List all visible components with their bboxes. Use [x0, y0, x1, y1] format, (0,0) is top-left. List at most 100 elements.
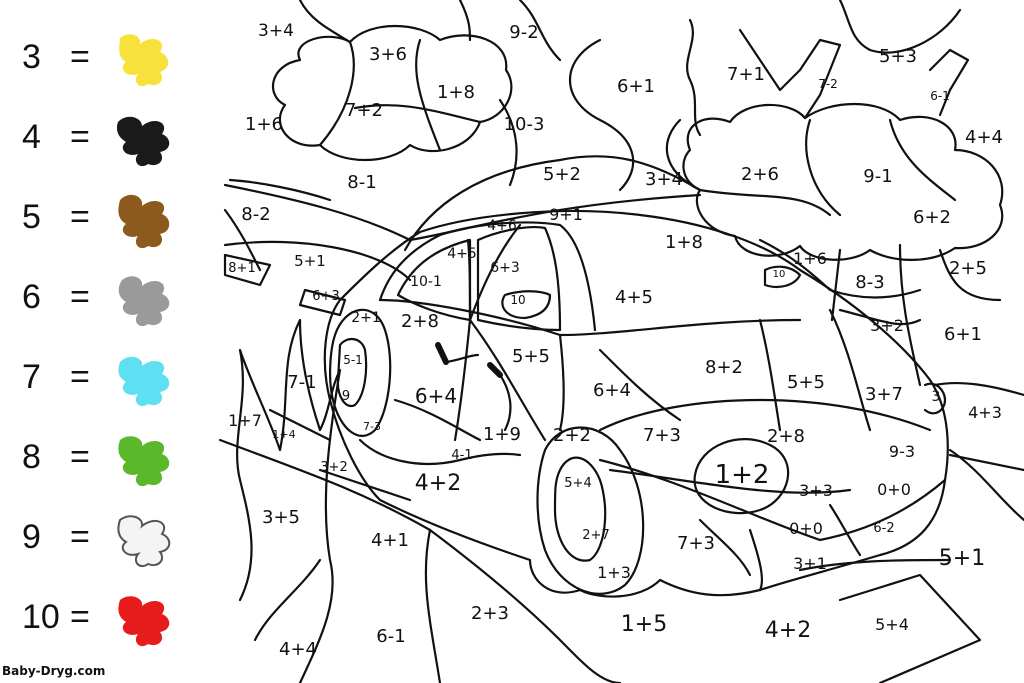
legend-equals: = — [70, 598, 90, 636]
car-body-outline — [323, 209, 949, 598]
yellow-paint-swatch — [119, 34, 169, 87]
region-label: 4+6 — [487, 218, 517, 234]
region-label: 8-3 — [855, 272, 884, 293]
region-label: 6-1 — [930, 89, 950, 103]
region-label: 1+5 — [621, 612, 667, 637]
region-label: 4+3 — [968, 403, 1002, 422]
region-label: 9-1 — [863, 166, 892, 187]
region-label: 8+2 — [705, 357, 743, 378]
region-label: 4+2 — [765, 618, 811, 643]
rear-wheel-outline — [329, 308, 392, 437]
region-label: 1+8 — [665, 232, 703, 253]
region-label: 4+4 — [279, 639, 317, 660]
region-label: 7+3 — [643, 425, 681, 446]
region-label: 3+2 — [870, 316, 904, 335]
region-label: 6+3 — [312, 289, 339, 304]
legend-row-10: 10 = — [0, 588, 200, 658]
site-watermark: Baby-Dryg.com — [2, 664, 106, 678]
legend-equals: = — [70, 38, 90, 76]
region-label: 1+8 — [437, 82, 475, 103]
white-paint-swatch — [117, 515, 171, 568]
region-label: 3+2 — [320, 460, 347, 475]
region-label: 5+1 — [939, 546, 985, 571]
region-label: 3+1 — [793, 554, 827, 573]
region-label: 5+3 — [879, 46, 917, 67]
region-label: 3 — [932, 389, 941, 405]
legend-row-3: 3 = — [0, 28, 200, 98]
region-label: 5+2 — [543, 164, 581, 185]
region-label: 7-1 — [287, 372, 316, 393]
region-label: 1+4 — [272, 428, 295, 441]
region-label: 4+4 — [965, 127, 1003, 148]
region-label: 6+4 — [593, 380, 631, 401]
region-label: 1+7 — [228, 411, 262, 430]
region-label: 3+7 — [865, 384, 903, 405]
region-label: 5+4 — [564, 476, 591, 491]
region-label: 2+8 — [401, 311, 439, 332]
region-label: 6+1 — [617, 76, 655, 97]
region-label: 1+3 — [597, 563, 631, 582]
legend-number: 6 — [22, 278, 41, 316]
region-label: 7+2 — [345, 100, 383, 121]
region-label: 2+1 — [351, 310, 381, 326]
region-label: 2+6 — [741, 164, 779, 185]
region-label: 6+4 — [415, 384, 457, 408]
region-label: 8-1 — [347, 172, 376, 193]
legend-equals: = — [70, 118, 90, 156]
region-label: 3+4 — [258, 21, 294, 41]
region-label: 9-3 — [889, 442, 915, 461]
region-label: 3+3 — [799, 481, 833, 500]
front-wheel-outline — [536, 426, 645, 595]
region-label: 0+0 — [789, 519, 823, 538]
region-label: 4+2 — [415, 471, 461, 496]
region-label: 4-1 — [451, 448, 472, 463]
region-label: 9 — [342, 389, 350, 404]
legend-number: 3 — [22, 38, 41, 76]
region-label: 2+8 — [767, 426, 805, 447]
region-label: 4+5 — [447, 246, 477, 262]
region-label: 10 — [773, 269, 786, 280]
brown-paint-swatch — [118, 194, 170, 249]
region-label: 5+5 — [787, 372, 825, 393]
legend-number: 10 — [22, 598, 60, 636]
region-label: 2+3 — [471, 603, 509, 624]
region-label: 7+1 — [727, 64, 765, 85]
region-label: 8-2 — [241, 204, 270, 225]
region-label: 9-2 — [509, 22, 538, 43]
red-paint-swatch — [118, 596, 170, 647]
region-label: 7-2 — [818, 77, 838, 91]
region-label: 2+5 — [949, 258, 987, 279]
light-blue-paint-swatch — [118, 356, 170, 407]
legend-equals: = — [70, 358, 90, 396]
black-paint-swatch — [116, 116, 170, 167]
legend-number: 9 — [22, 518, 41, 556]
region-label: 6-1 — [376, 626, 405, 647]
region-label: 4+5 — [615, 287, 653, 308]
region-label: 5-1 — [343, 353, 363, 367]
region-label: 4+1 — [371, 530, 409, 551]
region-label: 3+5 — [262, 507, 300, 528]
region-label: 5+1 — [294, 252, 326, 270]
legend-row-5: 5 = — [0, 188, 200, 258]
region-label: 2+2 — [553, 425, 591, 446]
region-label: 0+0 — [877, 480, 911, 499]
legend-number: 4 — [22, 118, 41, 156]
region-label: 7+3 — [677, 533, 715, 554]
legend-equals: = — [70, 278, 90, 316]
region-label: 8+1 — [228, 261, 255, 276]
region-label: 1+9 — [483, 424, 521, 445]
green-paint-swatch — [118, 436, 170, 487]
legend-equals: = — [70, 198, 90, 236]
legend-row-7: 7 = — [0, 348, 200, 418]
region-label: 6+2 — [913, 207, 951, 228]
region-label: 1+2 — [715, 460, 770, 490]
legend-row-9: 9 = — [0, 508, 200, 578]
region-label: 5+5 — [512, 346, 550, 367]
legend-row-6: 6 = — [0, 268, 200, 338]
region-label: 7-3 — [363, 420, 381, 433]
region-label: 2+7 — [582, 528, 609, 543]
legend-equals: = — [70, 438, 90, 476]
legend-equals: = — [70, 518, 90, 556]
